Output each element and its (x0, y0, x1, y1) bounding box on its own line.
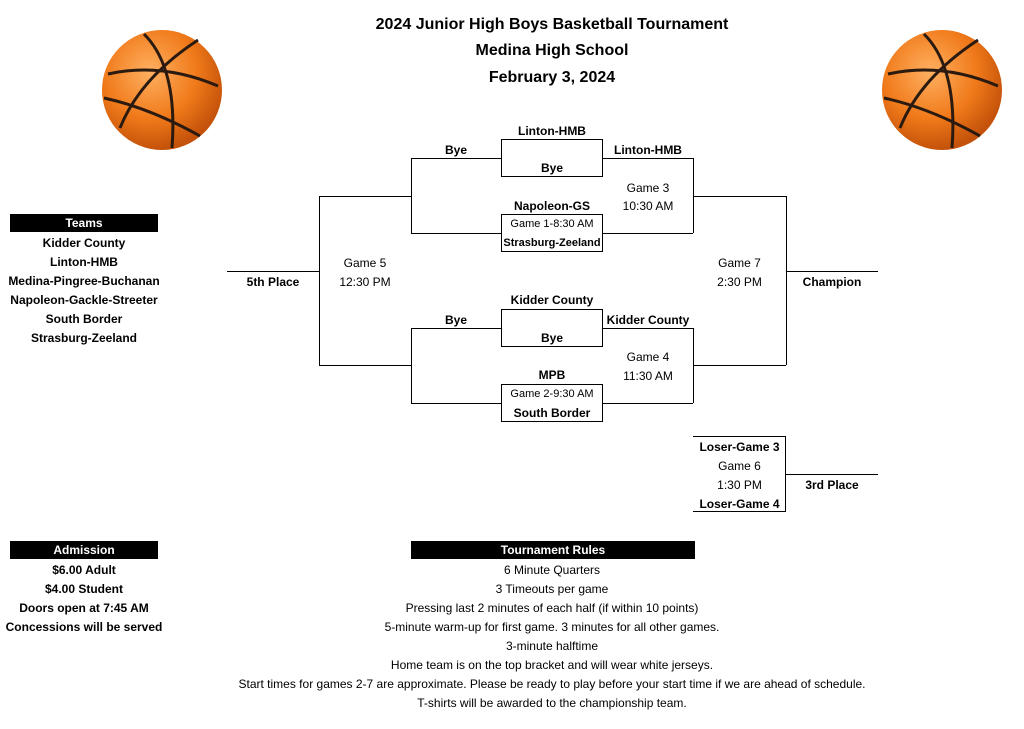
rule-item: T-shirts will be awarded to the champion… (417, 696, 687, 710)
team-item: Medina-Pingree-Buchanan (8, 274, 160, 288)
title-line-1: 2024 Junior High Boys Basketball Tournam… (375, 16, 729, 33)
title-line-3: February 3, 2024 (488, 69, 616, 86)
teams-heading: Teams (10, 214, 158, 232)
game5-label: Game 5 (343, 256, 387, 270)
admission-item: $6.00 Adult (52, 563, 116, 577)
basketball-icon-right (882, 30, 1002, 150)
rule-item: Pressing last 2 minutes of each half (if… (405, 601, 699, 615)
game5-time: 12:30 PM (339, 275, 391, 289)
game6-bracket (693, 436, 786, 512)
third-place-label: 3rd Place (805, 478, 859, 492)
bracket-team: Napoleon-GS (513, 199, 590, 213)
bracket-team: Bye (444, 143, 467, 157)
game6-time: 1:30 PM (717, 478, 762, 492)
game1-box (501, 214, 603, 252)
bracket-team: MPB (538, 368, 566, 382)
team-item: Strasburg-Zeeland (30, 331, 138, 345)
bracket-team: Linton-HMB (518, 124, 586, 138)
rule-item: 5-minute warm-up for first game. 3 minut… (384, 620, 720, 634)
team-item: Napoleon-Gackle-Streeter (10, 293, 158, 307)
bracket-team: Kidder County (510, 293, 594, 307)
bracket-team: South Border (513, 406, 591, 420)
bracket-team: Bye (540, 161, 563, 175)
admission-item: $4.00 Student (44, 582, 124, 596)
rule-item: 3-minute halftime (505, 639, 599, 653)
game3-label: Game 3 (626, 181, 670, 195)
bye-box-top (501, 139, 603, 177)
champion-label: Champion (802, 275, 862, 289)
team-item: Linton-HMB (50, 255, 118, 269)
title-line-2: Medina High School (475, 42, 629, 59)
game7-time: 2:30 PM (717, 275, 762, 289)
rule-item: Start times for games 2-7 are approximat… (238, 677, 866, 691)
rule-item: 6 Minute Quarters (503, 563, 601, 577)
team-item: South Border (45, 312, 123, 326)
bracket-team: Bye (444, 313, 467, 327)
admission-item: Concessions will be served (5, 620, 163, 634)
game3-time: 10:30 AM (622, 199, 674, 213)
bracket-team: Strasburg-Zeeland (503, 237, 601, 249)
game1-time: Game 1-8:30 AM (510, 218, 594, 230)
bracket-team: Loser-Game 4 (699, 497, 780, 511)
rule-item: Home team is on the top bracket and will… (390, 658, 714, 672)
rule-item: 3 Timeouts per game (495, 582, 609, 596)
bracket-team: Bye (540, 331, 563, 345)
game6-label: Game 6 (718, 459, 761, 473)
game2-box (501, 384, 603, 422)
bye-box-bottom (501, 309, 603, 347)
game7-label: Game 7 (718, 256, 761, 270)
game4-label: Game 4 (626, 350, 670, 364)
bracket-team: Loser-Game 3 (699, 440, 780, 454)
game2-time: Game 2-9:30 AM (510, 388, 594, 400)
basketball-icon-left (102, 30, 222, 150)
game4-time: 11:30 AM (623, 369, 673, 383)
fifth-place-label: 5th Place (246, 275, 300, 289)
admission-heading: Admission (10, 541, 158, 559)
team-item: Kidder County (42, 236, 126, 250)
admission-item: Doors open at 7:45 AM (19, 601, 149, 615)
bracket-team: Linton-HMB (614, 143, 682, 157)
rules-heading: Tournament Rules (411, 541, 695, 559)
bracket-team: Kidder County (606, 313, 690, 327)
